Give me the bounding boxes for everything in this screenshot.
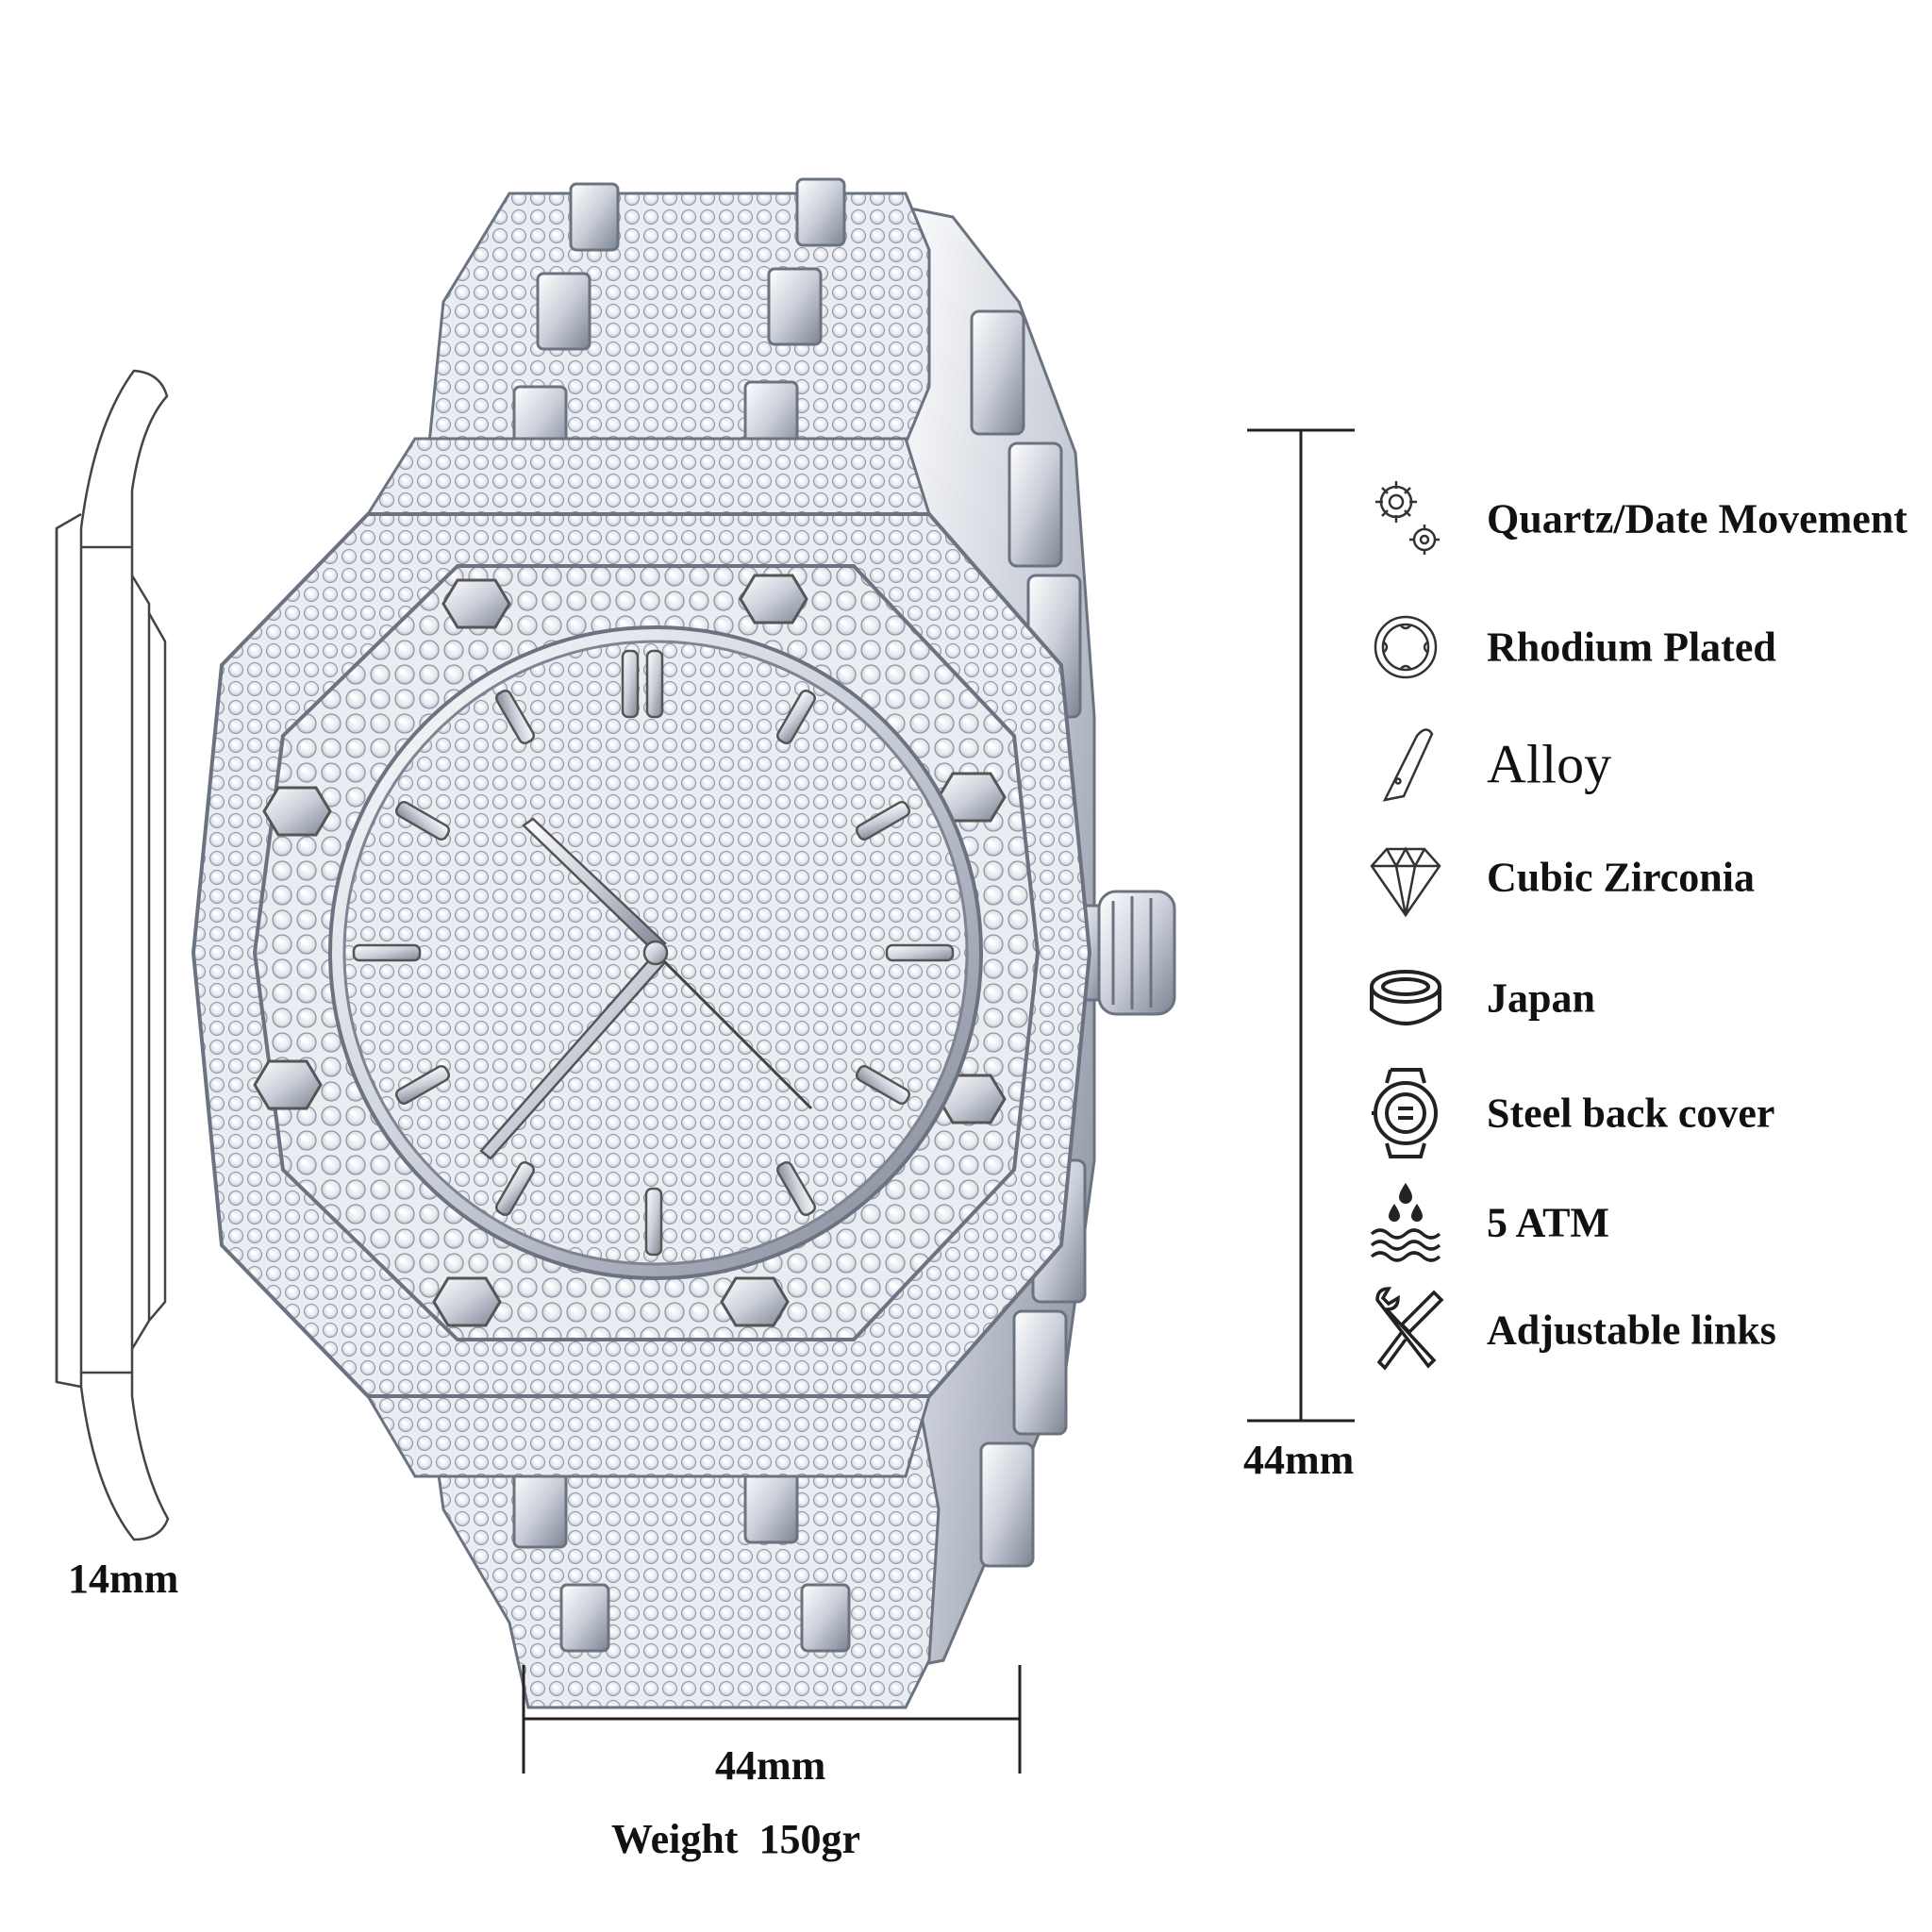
horizontal-size-label: 44mm [715, 1742, 826, 1789]
weight-label: Weight 150gr [611, 1816, 860, 1862]
gears-icon [1375, 481, 1440, 555]
tools-icon [1375, 1287, 1444, 1371]
spec-stones-text: Cubic Zirconia [1487, 854, 1756, 901]
bezel-screws [253, 574, 1007, 1327]
spec-plating-text: Rhodium Plated [1487, 624, 1776, 671]
spec-movement: Quartz/Date Movement [1368, 472, 1915, 566]
spec-movement-text: Quartz/Date Movement [1487, 495, 1907, 542]
water-drops-icon [1370, 1183, 1441, 1262]
spec-back-cover: Steel back cover [1368, 1066, 1915, 1160]
spec-stones: Cubic Zirconia [1368, 830, 1915, 924]
bracelet-bottom [427, 1404, 941, 1709]
vertical-size-label: 44mm [1243, 1437, 1355, 1483]
hour-markers [352, 649, 955, 1257]
watch-hands [479, 817, 813, 1160]
spec-plating: Rhodium Plated [1368, 600, 1915, 694]
rhodium-icon [1374, 615, 1438, 679]
spec-material: Alloy [1368, 717, 1915, 811]
spec-origin: Japan [1368, 951, 1915, 1045]
side-thickness-label: 14mm [68, 1556, 179, 1602]
alloy-icon [1382, 728, 1434, 802]
spec-origin-text: Japan [1487, 974, 1595, 1022]
spec-material-text: Alloy [1487, 733, 1612, 795]
spec-links-text: Adjustable links [1487, 1307, 1776, 1354]
diamond-icon [1370, 846, 1441, 918]
spec-back-cover-text: Steel back cover [1487, 1090, 1775, 1137]
spec-water-resistance: 5 ATM [1368, 1175, 1915, 1270]
battery-icon [1370, 970, 1441, 1025]
spec-links: Adjustable links [1368, 1283, 1915, 1377]
spec-water-resistance-text: 5 ATM [1487, 1199, 1609, 1246]
watch-back-icon [1372, 1068, 1438, 1158]
